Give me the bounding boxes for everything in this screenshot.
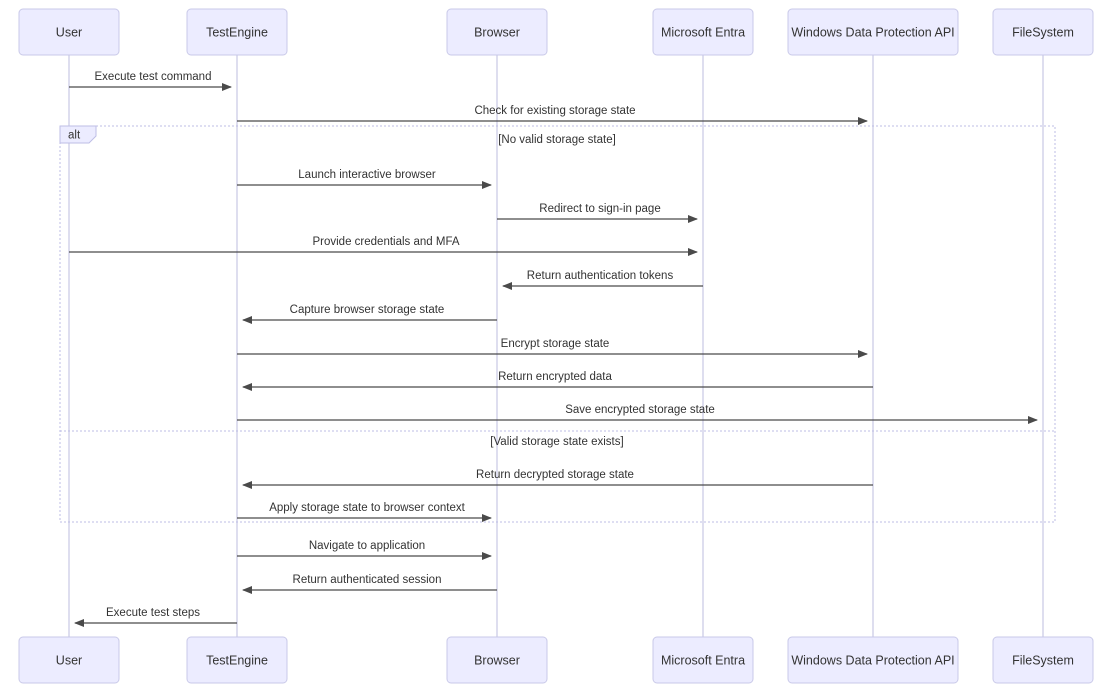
participants-top: User TestEngine Browser Microsoft Entra Wind… bbox=[18, 8, 1094, 56]
participant-label-dpapi-top: Windows Data Protection API bbox=[791, 25, 954, 39]
participant-fs-bottom[interactable]: FileSystem bbox=[992, 636, 1094, 684]
participant-browser-top[interactable]: Browser bbox=[446, 8, 548, 56]
message-label-9: Save encrypted storage state bbox=[565, 404, 715, 416]
alt-fragment-group: [No valid storage state] [Valid storage s… bbox=[59, 125, 1056, 523]
message-label-7: Encrypt storage state bbox=[501, 338, 610, 350]
participants-bottom: User TestEngine Browser Microsoft Entra Wind… bbox=[18, 636, 1094, 684]
participant-box-user-bottom[interactable] bbox=[18, 636, 120, 684]
participant-box-browser-top[interactable] bbox=[446, 8, 548, 56]
message-label-13: Return authenticated session bbox=[293, 574, 442, 586]
participant-entra-top[interactable]: Microsoft Entra bbox=[652, 8, 754, 56]
participant-user-top[interactable]: User bbox=[18, 8, 120, 56]
participant-box-fs-top[interactable] bbox=[992, 8, 1094, 56]
message-label-3: Redirect to sign-in page bbox=[539, 203, 660, 215]
message-label-14: Execute test steps bbox=[106, 607, 200, 619]
message-label-11: Apply storage state to browser context bbox=[269, 502, 465, 514]
message-label-1: Check for existing storage state bbox=[474, 105, 635, 117]
participant-dpapi-bottom[interactable]: Windows Data Protection API bbox=[787, 636, 959, 684]
participant-label-entra-top: Microsoft Entra bbox=[661, 25, 745, 39]
message-label-2: Launch interactive browser bbox=[298, 169, 436, 181]
participant-label-browser-top: Browser bbox=[474, 25, 520, 39]
participant-box-entra-bottom[interactable] bbox=[652, 636, 754, 684]
participant-box-engine-bottom[interactable] bbox=[186, 636, 288, 684]
participant-entra-bottom[interactable]: Microsoft Entra bbox=[652, 636, 754, 684]
participant-box-engine-top[interactable] bbox=[186, 8, 288, 56]
participant-box-user-top[interactable] bbox=[18, 8, 120, 56]
message-label-8: Return encrypted data bbox=[498, 371, 612, 383]
message-label-10: Return decrypted storage state bbox=[476, 469, 634, 481]
participant-box-dpapi-top[interactable] bbox=[787, 8, 959, 56]
alt-tag-shape bbox=[59, 125, 97, 144]
participant-label-fs-bottom: FileSystem bbox=[1012, 653, 1074, 667]
participant-label-entra-bottom: Microsoft Entra bbox=[661, 653, 745, 667]
alt-fragment-border bbox=[59, 125, 1056, 523]
participant-label-dpapi-bottom: Windows Data Protection API bbox=[791, 653, 954, 667]
participant-label-fs-top: FileSystem bbox=[1012, 25, 1074, 39]
lifelines-group bbox=[68, 55, 1044, 637]
participant-label-user-top: User bbox=[56, 25, 82, 39]
message-label-12: Navigate to application bbox=[309, 540, 425, 552]
participant-fs-top[interactable]: FileSystem bbox=[992, 8, 1094, 56]
participant-user-bottom[interactable]: User bbox=[18, 636, 120, 684]
participant-dpapi-top[interactable]: Windows Data Protection API bbox=[787, 8, 959, 56]
participant-engine-bottom[interactable]: TestEngine bbox=[186, 636, 288, 684]
message-label-5: Return authentication tokens bbox=[527, 270, 674, 282]
alt-tag-label: alt bbox=[68, 130, 81, 142]
alt-condition-1: [Valid storage state exists] bbox=[490, 436, 623, 448]
message-label-0: Execute test command bbox=[95, 71, 212, 83]
participant-label-engine-bottom: TestEngine bbox=[206, 653, 268, 667]
participant-label-engine-top: TestEngine bbox=[206, 25, 268, 39]
message-label-6: Capture browser storage state bbox=[290, 304, 445, 316]
participant-browser-bottom[interactable]: Browser bbox=[446, 636, 548, 684]
participant-box-fs-bottom[interactable] bbox=[992, 636, 1094, 684]
participant-box-entra-top[interactable] bbox=[652, 8, 754, 56]
participant-engine-top[interactable]: TestEngine bbox=[186, 8, 288, 56]
participant-label-browser-bottom: Browser bbox=[474, 653, 520, 667]
participant-box-browser-bottom[interactable] bbox=[446, 636, 548, 684]
message-label-4: Provide credentials and MFA bbox=[312, 236, 459, 248]
participant-box-dpapi-bottom[interactable] bbox=[787, 636, 959, 684]
alt-condition-0: [No valid storage state] bbox=[498, 134, 616, 146]
participant-label-user-bottom: User bbox=[56, 653, 82, 667]
